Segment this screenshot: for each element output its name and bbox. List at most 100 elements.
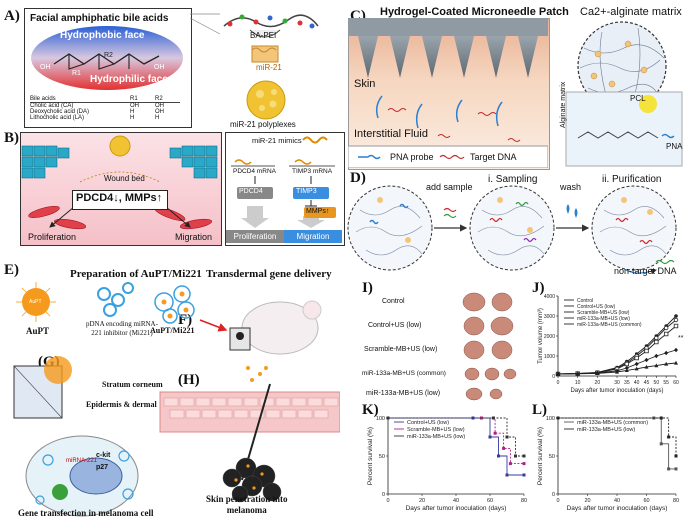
wash-label: wash <box>560 182 582 192</box>
proliferation-label: Proliferation <box>28 232 77 242</box>
table-header-cell: Bile acids <box>30 96 56 102</box>
tumor-photo <box>489 388 503 400</box>
r1-label: R1 <box>72 70 81 77</box>
data-point <box>654 353 659 359</box>
data-point <box>659 416 663 420</box>
melanoma-illustration <box>13 282 340 517</box>
sampling-label: i. Sampling <box>488 174 538 185</box>
tumor-photo <box>484 367 500 381</box>
pcl-label: PCL <box>630 94 646 103</box>
bile-acid-structure <box>31 26 183 90</box>
tumor-row-label: miR-133a-MB+US (low) <box>366 390 441 397</box>
tumor-photo <box>465 387 483 401</box>
y-tick-label: 0 <box>552 492 555 498</box>
wound-bed-label: Wound bed <box>104 174 145 183</box>
data-point <box>674 347 678 353</box>
y-tick-label: 0 <box>382 492 385 498</box>
data-point <box>644 348 649 354</box>
tumor-row-label: Control+US (low) <box>368 322 422 329</box>
skin-label: Skin <box>354 78 376 90</box>
aupt-core-label: AuPT <box>29 299 42 305</box>
y-tick-label: 50 <box>549 454 555 460</box>
hydrophilic-face-label: Hydrophilic face <box>90 74 168 85</box>
panel-i: Control Control+US (low) Scramble-MB+US … <box>362 292 532 402</box>
data-point <box>654 335 659 341</box>
data-point <box>522 462 526 466</box>
y-axis-label: Tumor volume (mm³) <box>538 308 544 364</box>
panel-label-k: K) <box>362 402 379 418</box>
series-line <box>558 417 677 456</box>
x-tick-label: 20 <box>419 498 425 504</box>
data-point <box>556 371 560 377</box>
data-point <box>386 416 390 420</box>
table-cell: H <box>130 115 135 121</box>
panel-label-e: E) <box>4 262 19 278</box>
x-tick-label: 40 <box>614 498 620 504</box>
pdcd4-box-label: PDCD4 <box>239 188 263 195</box>
nucleus <box>69 457 123 495</box>
transdermal-title: Transdermal gene delivery <box>206 268 332 280</box>
data-point <box>663 331 669 337</box>
y-axis-label: Percent survival (%) <box>367 427 374 485</box>
mirna221-label: miRNA-221 <box>66 458 98 464</box>
data-point <box>634 361 639 367</box>
tumor-photo <box>503 368 517 380</box>
panel-label-a: A) <box>4 8 20 24</box>
x-tick-label: 0 <box>557 380 560 386</box>
x-tick-label: 40 <box>634 380 640 386</box>
x-tick-label: 50 <box>654 380 660 386</box>
matrix-circle-2 <box>469 185 555 271</box>
data-point <box>493 431 497 435</box>
y-axis-label: Percent survival (%) <box>537 427 544 485</box>
mirna-duplex <box>251 45 279 63</box>
alginate-inset <box>565 91 683 167</box>
x-tick-label: 45 <box>644 380 650 386</box>
oh-label-2: OH <box>154 64 165 71</box>
table-cell: H <box>155 115 160 121</box>
x-tick-label: 10 <box>575 380 581 386</box>
legend-label: Control+US (low) <box>577 304 616 310</box>
table-cell: Lithocholic acid (LA) <box>30 115 85 121</box>
hydrophobic-face-label: Hydrophobic face <box>60 30 145 41</box>
legend-label: miR-133a-MB+US (low) <box>577 427 635 433</box>
legend-label: miR-133a-MB+US (common) <box>577 322 642 328</box>
y-tick-label: 1000 <box>544 354 555 360</box>
data-point <box>522 454 526 458</box>
x-tick-label: 30 <box>614 380 620 386</box>
table-cell: Deoxycholic acid (DA) <box>30 109 90 115</box>
table-cell: OH <box>155 109 164 115</box>
data-point <box>488 435 492 439</box>
data-point <box>644 364 649 369</box>
x-tick-label: 80 <box>673 498 679 504</box>
x-tick-label: 55 <box>663 380 669 386</box>
x-axis-label: Days after tumor inoculation (days) <box>406 505 507 512</box>
x-tick-label: 60 <box>643 498 649 504</box>
legend-label: Control <box>577 298 593 304</box>
y-tick-label: 2000 <box>544 334 555 340</box>
oh-label-1: OH <box>40 64 51 71</box>
tumor-photo <box>463 340 485 360</box>
panel-d: add sample wash i. Sampling ii. Purifica… <box>340 170 685 280</box>
panel-label-j: J) <box>532 280 545 296</box>
y-tick-label: 100 <box>546 416 555 422</box>
wound-illustration <box>21 135 218 230</box>
data-point <box>575 371 580 376</box>
add-sample-label: add sample <box>426 182 473 192</box>
matrix-circle <box>577 21 667 111</box>
data-point <box>667 435 671 439</box>
x-tick-label: 60 <box>673 380 679 386</box>
stratum-label: Stratum corneum <box>102 380 163 389</box>
panel-a: Facial amphiphatic bile acids Hydrophobi… <box>0 0 345 130</box>
data-point <box>480 416 483 420</box>
pdcd4-mmps-box <box>72 190 168 210</box>
data-point <box>634 355 639 361</box>
table-cell: OH <box>155 103 164 109</box>
tumor-photo <box>463 316 485 336</box>
panel-e: Preparation of AuPT/Mi221 Transdermal ge… <box>0 262 340 520</box>
panel-label-b: B) <box>4 130 19 146</box>
x-axis-label: Days after tumor inoculation (days) <box>567 505 668 512</box>
data-point <box>674 467 678 471</box>
table-cell: OH <box>130 103 139 109</box>
